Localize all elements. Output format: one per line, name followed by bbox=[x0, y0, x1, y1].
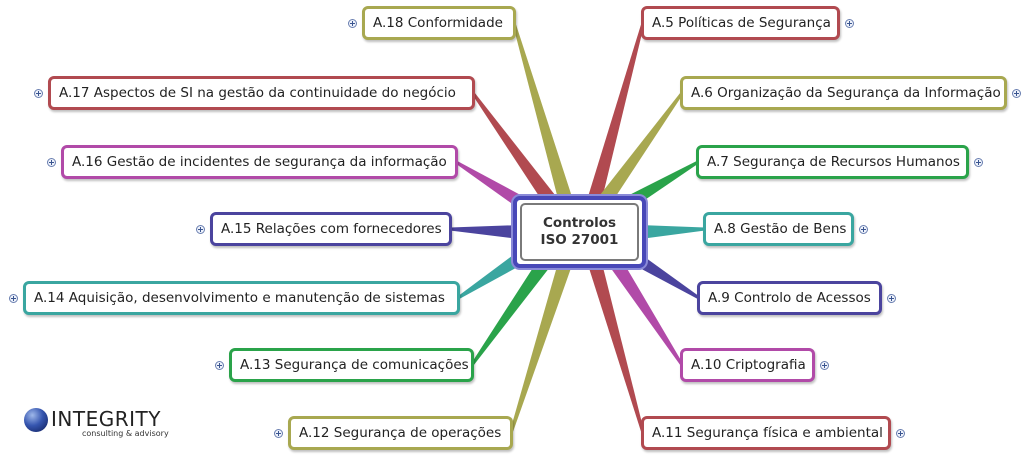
node-label: A.16 Gestão de incidentes de segurança d… bbox=[72, 154, 447, 170]
expand-icon[interactable] bbox=[9, 293, 18, 303]
expand-icon[interactable] bbox=[887, 293, 896, 303]
expand-icon[interactable] bbox=[896, 428, 905, 438]
connector-a10 bbox=[609, 258, 684, 366]
integrity-logo: INTEGRITY consulting & advisory bbox=[24, 406, 174, 442]
node-label: A.15 Relações com fornecedores bbox=[221, 221, 442, 237]
connector-a6 bbox=[599, 92, 684, 205]
node-label: A.13 Segurança de comunicações bbox=[240, 357, 469, 373]
node-a14[interactable]: A.14 Aquisição, desenvolvimento e manute… bbox=[23, 281, 460, 315]
node-a15[interactable]: A.15 Relações com fornecedores bbox=[210, 212, 452, 246]
connector-a18 bbox=[512, 22, 572, 200]
expand-icon[interactable] bbox=[820, 360, 829, 370]
node-label: A.9 Controlo de Acessos bbox=[708, 290, 871, 306]
central-topic-line2: ISO 27001 bbox=[540, 232, 619, 248]
node-a12[interactable]: A.12 Segurança de operações bbox=[288, 416, 513, 450]
expand-icon[interactable] bbox=[1012, 88, 1021, 98]
expand-icon[interactable] bbox=[196, 224, 205, 234]
node-a9[interactable]: A.9 Controlo de Acessos bbox=[697, 281, 882, 315]
expand-icon[interactable] bbox=[859, 224, 868, 234]
node-label: A.7 Segurança de Recursos Humanos bbox=[707, 154, 960, 170]
connector-a5 bbox=[588, 22, 645, 200]
node-a7[interactable]: A.7 Segurança de Recursos Humanos bbox=[696, 145, 969, 179]
expand-icon[interactable] bbox=[215, 360, 224, 370]
expand-icon[interactable] bbox=[274, 428, 283, 438]
connector-a14 bbox=[457, 249, 529, 300]
node-a10[interactable]: A.10 Criptografia bbox=[680, 348, 815, 382]
logo-name: INTEGRITY bbox=[51, 407, 161, 431]
node-a16[interactable]: A.16 Gestão de incidentes de segurança d… bbox=[61, 145, 458, 179]
node-label: A.10 Criptografia bbox=[691, 357, 806, 373]
node-a17[interactable]: A.17 Aspectos de SI na gestão da continu… bbox=[48, 76, 475, 110]
logo-tagline: consulting & advisory bbox=[82, 429, 169, 438]
node-label: A.5 Políticas de Segurança bbox=[652, 15, 831, 31]
connector-a15 bbox=[449, 225, 521, 239]
node-a6[interactable]: A.6 Organização da Segurança da Informaç… bbox=[680, 76, 1007, 110]
central-topic[interactable]: Controlos ISO 27001 bbox=[513, 196, 646, 268]
connector-a13 bbox=[470, 258, 551, 366]
connector-a12 bbox=[509, 261, 572, 434]
central-topic-label: Controlos ISO 27001 bbox=[520, 203, 639, 261]
node-label: A.11 Segurança física e ambiental bbox=[652, 425, 883, 441]
connector-a8 bbox=[639, 225, 706, 239]
node-a18[interactable]: A.18 Conformidade bbox=[362, 6, 516, 40]
node-label: A.12 Segurança de operações bbox=[299, 425, 502, 441]
node-label: A.6 Organização da Segurança da Informaç… bbox=[691, 85, 1001, 101]
expand-icon[interactable] bbox=[34, 88, 43, 98]
node-a13[interactable]: A.13 Segurança de comunicações bbox=[229, 348, 474, 382]
node-label: A.8 Gestão de Bens bbox=[714, 221, 847, 237]
node-a11[interactable]: A.11 Segurança física e ambiental bbox=[641, 416, 891, 450]
expand-icon[interactable] bbox=[845, 18, 854, 28]
expand-icon[interactable] bbox=[47, 157, 56, 167]
connector-a17 bbox=[471, 92, 556, 205]
node-label: A.18 Conformidade bbox=[373, 15, 503, 31]
node-label: A.14 Aquisição, desenvolvimento e manute… bbox=[34, 290, 445, 306]
node-a8[interactable]: A.8 Gestão de Bens bbox=[703, 212, 854, 246]
logo-sphere-icon bbox=[24, 408, 48, 432]
connector-a11 bbox=[588, 262, 645, 434]
expand-icon[interactable] bbox=[348, 18, 357, 28]
expand-icon[interactable] bbox=[974, 157, 983, 167]
node-a5[interactable]: A.5 Políticas de Segurança bbox=[641, 6, 840, 40]
central-topic-line1: Controlos bbox=[542, 215, 617, 231]
node-label: A.17 Aspectos de SI na gestão da continu… bbox=[59, 85, 456, 101]
